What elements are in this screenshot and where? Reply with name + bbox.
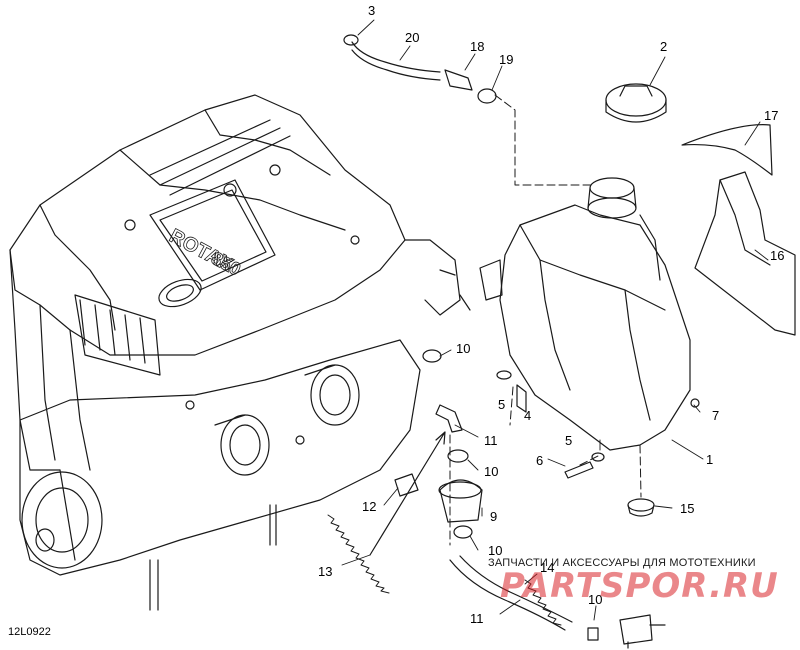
callout-13: 13 <box>318 564 333 579</box>
assembly-lines <box>449 94 642 546</box>
callout-14: 14 <box>540 560 555 575</box>
callout-1: 1 <box>706 452 714 467</box>
fasteners <box>496 370 605 479</box>
callout-10b: 10 <box>488 543 503 558</box>
callout-9: 10 <box>456 341 471 356</box>
callout-11b: 11 <box>470 611 484 626</box>
watermark-subtitle: ЗАПЧАСТИ И АКСЕССУАРЫ ДЛЯ МОТОТЕХНИКИ <box>488 557 756 569</box>
callout-20: 20 <box>405 30 420 45</box>
callout-3: 3 <box>368 3 376 18</box>
callout-6: 6 <box>536 453 544 468</box>
direction-arrow <box>369 431 446 556</box>
callout-5b: 5 <box>565 433 573 448</box>
callout-4: 4 <box>524 408 532 423</box>
drawing-code: 12L0922 <box>8 626 51 638</box>
callout-8: 9 <box>490 509 498 524</box>
callout-11a: 11 <box>484 433 498 448</box>
callout-10a: 10 <box>484 464 499 479</box>
callout-7: 7 <box>712 408 720 423</box>
heat-shield <box>681 124 796 336</box>
callout-15: 15 <box>680 501 695 516</box>
springs <box>327 514 562 626</box>
oil-cap <box>605 83 667 123</box>
callout-12: 12 <box>362 499 377 514</box>
callout-2: 2 <box>660 39 668 54</box>
watermark-brand: PARTSPOR.RU <box>500 566 779 606</box>
engine <box>9 94 471 611</box>
callout-17: 17 <box>764 108 779 123</box>
callout-18: 18 <box>470 39 485 54</box>
leader-lines <box>341 19 769 621</box>
callout-19: 19 <box>499 52 514 67</box>
hoses <box>343 34 666 649</box>
callout-5a: 5 <box>498 397 506 412</box>
oil-tank <box>479 83 700 517</box>
callout-16: 16 <box>770 248 785 263</box>
callout-10c: 10 <box>588 592 603 607</box>
